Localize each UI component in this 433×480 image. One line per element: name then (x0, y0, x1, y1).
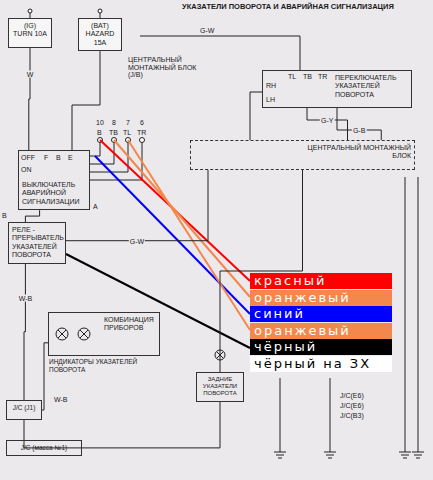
label: J/C(B3) (340, 412, 364, 420)
label: TB (109, 129, 118, 137)
label: ON (21, 166, 32, 174)
legend-text: оранжевый (250, 290, 392, 306)
node-text: ЦЕНТРАЛЬНЫЙ МОНТАЖНЫЙ БЛОК (303, 144, 411, 161)
terminal (28, 9, 32, 13)
label: F (44, 154, 48, 162)
legend-swatch: синий (250, 306, 392, 322)
legend-text: оранжевый (250, 323, 392, 339)
ground-connector: J/C (масса №1) (6, 440, 82, 456)
node-text: КОМБИНАЦИЯ ПРИБОРОВ (104, 316, 156, 333)
node-text: (IG) (12, 22, 48, 30)
node-text: ИНДИКАТОРЫ УКАЗАТЕЛЕЙ ПОВОРОТА (49, 358, 161, 374)
label: 6 (140, 119, 144, 127)
label: RH (266, 82, 276, 90)
label: TB (303, 73, 312, 81)
label: 10 (96, 119, 104, 127)
label: B (2, 212, 7, 220)
wire-label: G-B (352, 127, 366, 134)
legend-swatch: чёрный (250, 339, 392, 355)
wire-connector (82, 402, 220, 448)
legend-text: чёрный (250, 339, 392, 355)
label: 7 (126, 119, 130, 127)
legend-text: синий (250, 306, 392, 322)
label: TR (318, 73, 327, 81)
node-text: РЕЛЕ - ПРЕРЫВАТЕЛЬ УКАЗАТЕЛЕЙ ПОВОРОТА (12, 226, 62, 260)
node-text: J/C (масса №1) (10, 444, 78, 452)
label: LH (266, 96, 275, 104)
wire-connector (66, 170, 208, 241)
ground-symbol (274, 452, 424, 458)
leader-line (66, 254, 250, 348)
junction-block: ЦЕНТРАЛЬНЫЙ МОНТАЖНЫЙ БЛОК (190, 140, 415, 170)
terminal (98, 9, 102, 13)
wire (250, 92, 262, 140)
leader-line (128, 140, 250, 330)
label: TR (137, 129, 146, 137)
diagram-title: УКАЗАТЕЛИ ПОВОРОТА И АВАРИЙНАЯ СИГНАЛИЗА… (182, 3, 394, 11)
fuse-box: (BAT)HAZARD 15A (78, 18, 122, 51)
wire-label: G-W (129, 237, 145, 244)
label: B (97, 129, 102, 137)
fuse-box: (IG)TURN 10A (8, 18, 52, 48)
supply-wire (30, 11, 100, 18)
combination-meter: КОМБИНАЦИЯ ПРИБОРОВИНДИКАТОРЫ УКАЗАТЕЛЕЙ… (48, 312, 160, 356)
leader-line (114, 140, 250, 297)
label: TL (288, 73, 296, 81)
node-text: TURN 10A (12, 30, 48, 38)
wire-connector (29, 48, 30, 150)
wire-connector (337, 108, 381, 140)
legend-text: красный (250, 273, 392, 289)
leader-line (95, 156, 250, 314)
wire-label: W (26, 70, 35, 77)
node-text: HAZARD 15A (82, 30, 118, 47)
wire-connector (72, 51, 100, 150)
flasher-relay: РЕЛЕ - ПРЕРЫВАТЕЛЬ УКАЗАТЕЛЕЙ ПОВОРОТА (8, 222, 66, 264)
node-text: ЗАДНИЕ УКАЗАТЕЛИ ПОВОРОТА (200, 376, 240, 398)
pin (140, 138, 145, 143)
label: ЦЕНТРАЛЬНЫЙ МОНТАЖНЫЙ БЛОК (J/B) (128, 56, 208, 79)
turn-signal-switch: ПЕРЕКЛЮЧАТЕЛЬ УКАЗАТЕЛЕЙ ПОВОРОТА (262, 70, 412, 108)
node-text: (BAT) (82, 22, 118, 30)
wire-connector (307, 108, 348, 140)
node-text: J/C (J1) (10, 404, 38, 412)
node-text: ПЕРЕКЛЮЧАТЕЛЬ УКАЗАТЕЛЕЙ ПОВОРОТА (335, 74, 408, 99)
label: OFF (21, 154, 35, 162)
wire-label: W-B (18, 294, 33, 301)
wire-connector (24, 420, 82, 448)
legend-swatch: оранжевый (250, 290, 392, 306)
label: W-B (54, 396, 67, 404)
label: G-W (200, 27, 214, 35)
node-text: ВЫКЛЮЧАТЕЛЬ АВАРИЙНОЙ СИГНАЛИЗАЦИИ (22, 181, 86, 206)
legend-swatch: красный (250, 273, 392, 289)
label: B (56, 154, 61, 162)
legend-swatch: чёрный на ЗХ (250, 356, 392, 372)
label: TL (123, 129, 131, 137)
wire-connector (24, 264, 25, 400)
label: J/C(E6) (340, 392, 364, 400)
label: J/C(E6) (340, 402, 364, 410)
wire-label: G-Y (320, 117, 334, 124)
label: A (93, 203, 98, 211)
wire-connector (25, 210, 39, 222)
label: 8 (112, 119, 116, 127)
rear-lamps: ЗАДНИЕ УКАЗАТЕЛИ ПОВОРОТА (196, 372, 244, 402)
legend-text: чёрный на ЗХ (250, 356, 392, 372)
lamp-filament (58, 330, 88, 338)
ground-connector: J/C (J1) (6, 400, 42, 420)
label: E (68, 154, 73, 162)
legend-swatch: оранжевый (250, 323, 392, 339)
